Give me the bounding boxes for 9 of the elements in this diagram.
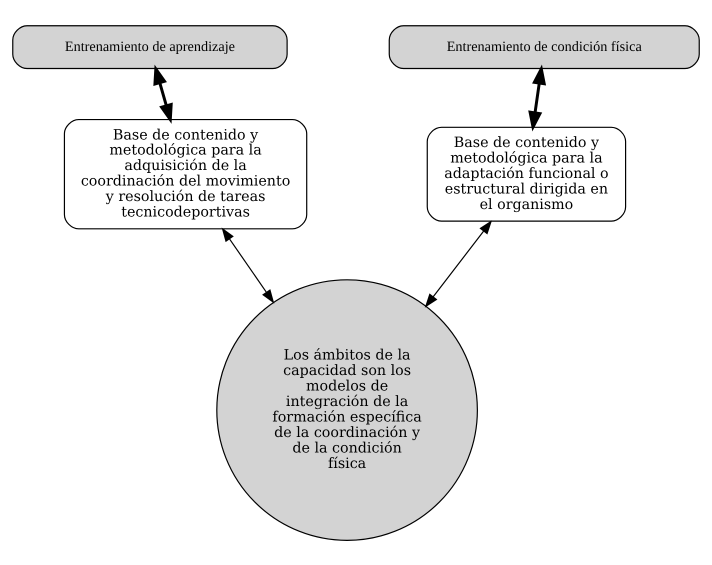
arrow — [222, 226, 274, 304]
node-box: Entrenamiento de aprendizaje — [12, 24, 288, 69]
arrow — [424, 220, 492, 308]
node-box: Base de contenido y metodológica para la adaptación funcional o estructural dirigida en el organismo — [426, 126, 626, 222]
arrow — [153, 64, 173, 124]
node-circle: Los ámbitos de la capacidad son los modelos de integración de la formación específica de la coordinación y de la condición física — [216, 278, 478, 540]
node-box: Entrenamiento de condición física — [388, 24, 700, 69]
node-box: Base de contenido y metodológica para la adquisición de la coordinación del movimiento y resolución de tareas tecnicodeportivas — [64, 118, 308, 229]
arrow — [528, 64, 546, 131]
